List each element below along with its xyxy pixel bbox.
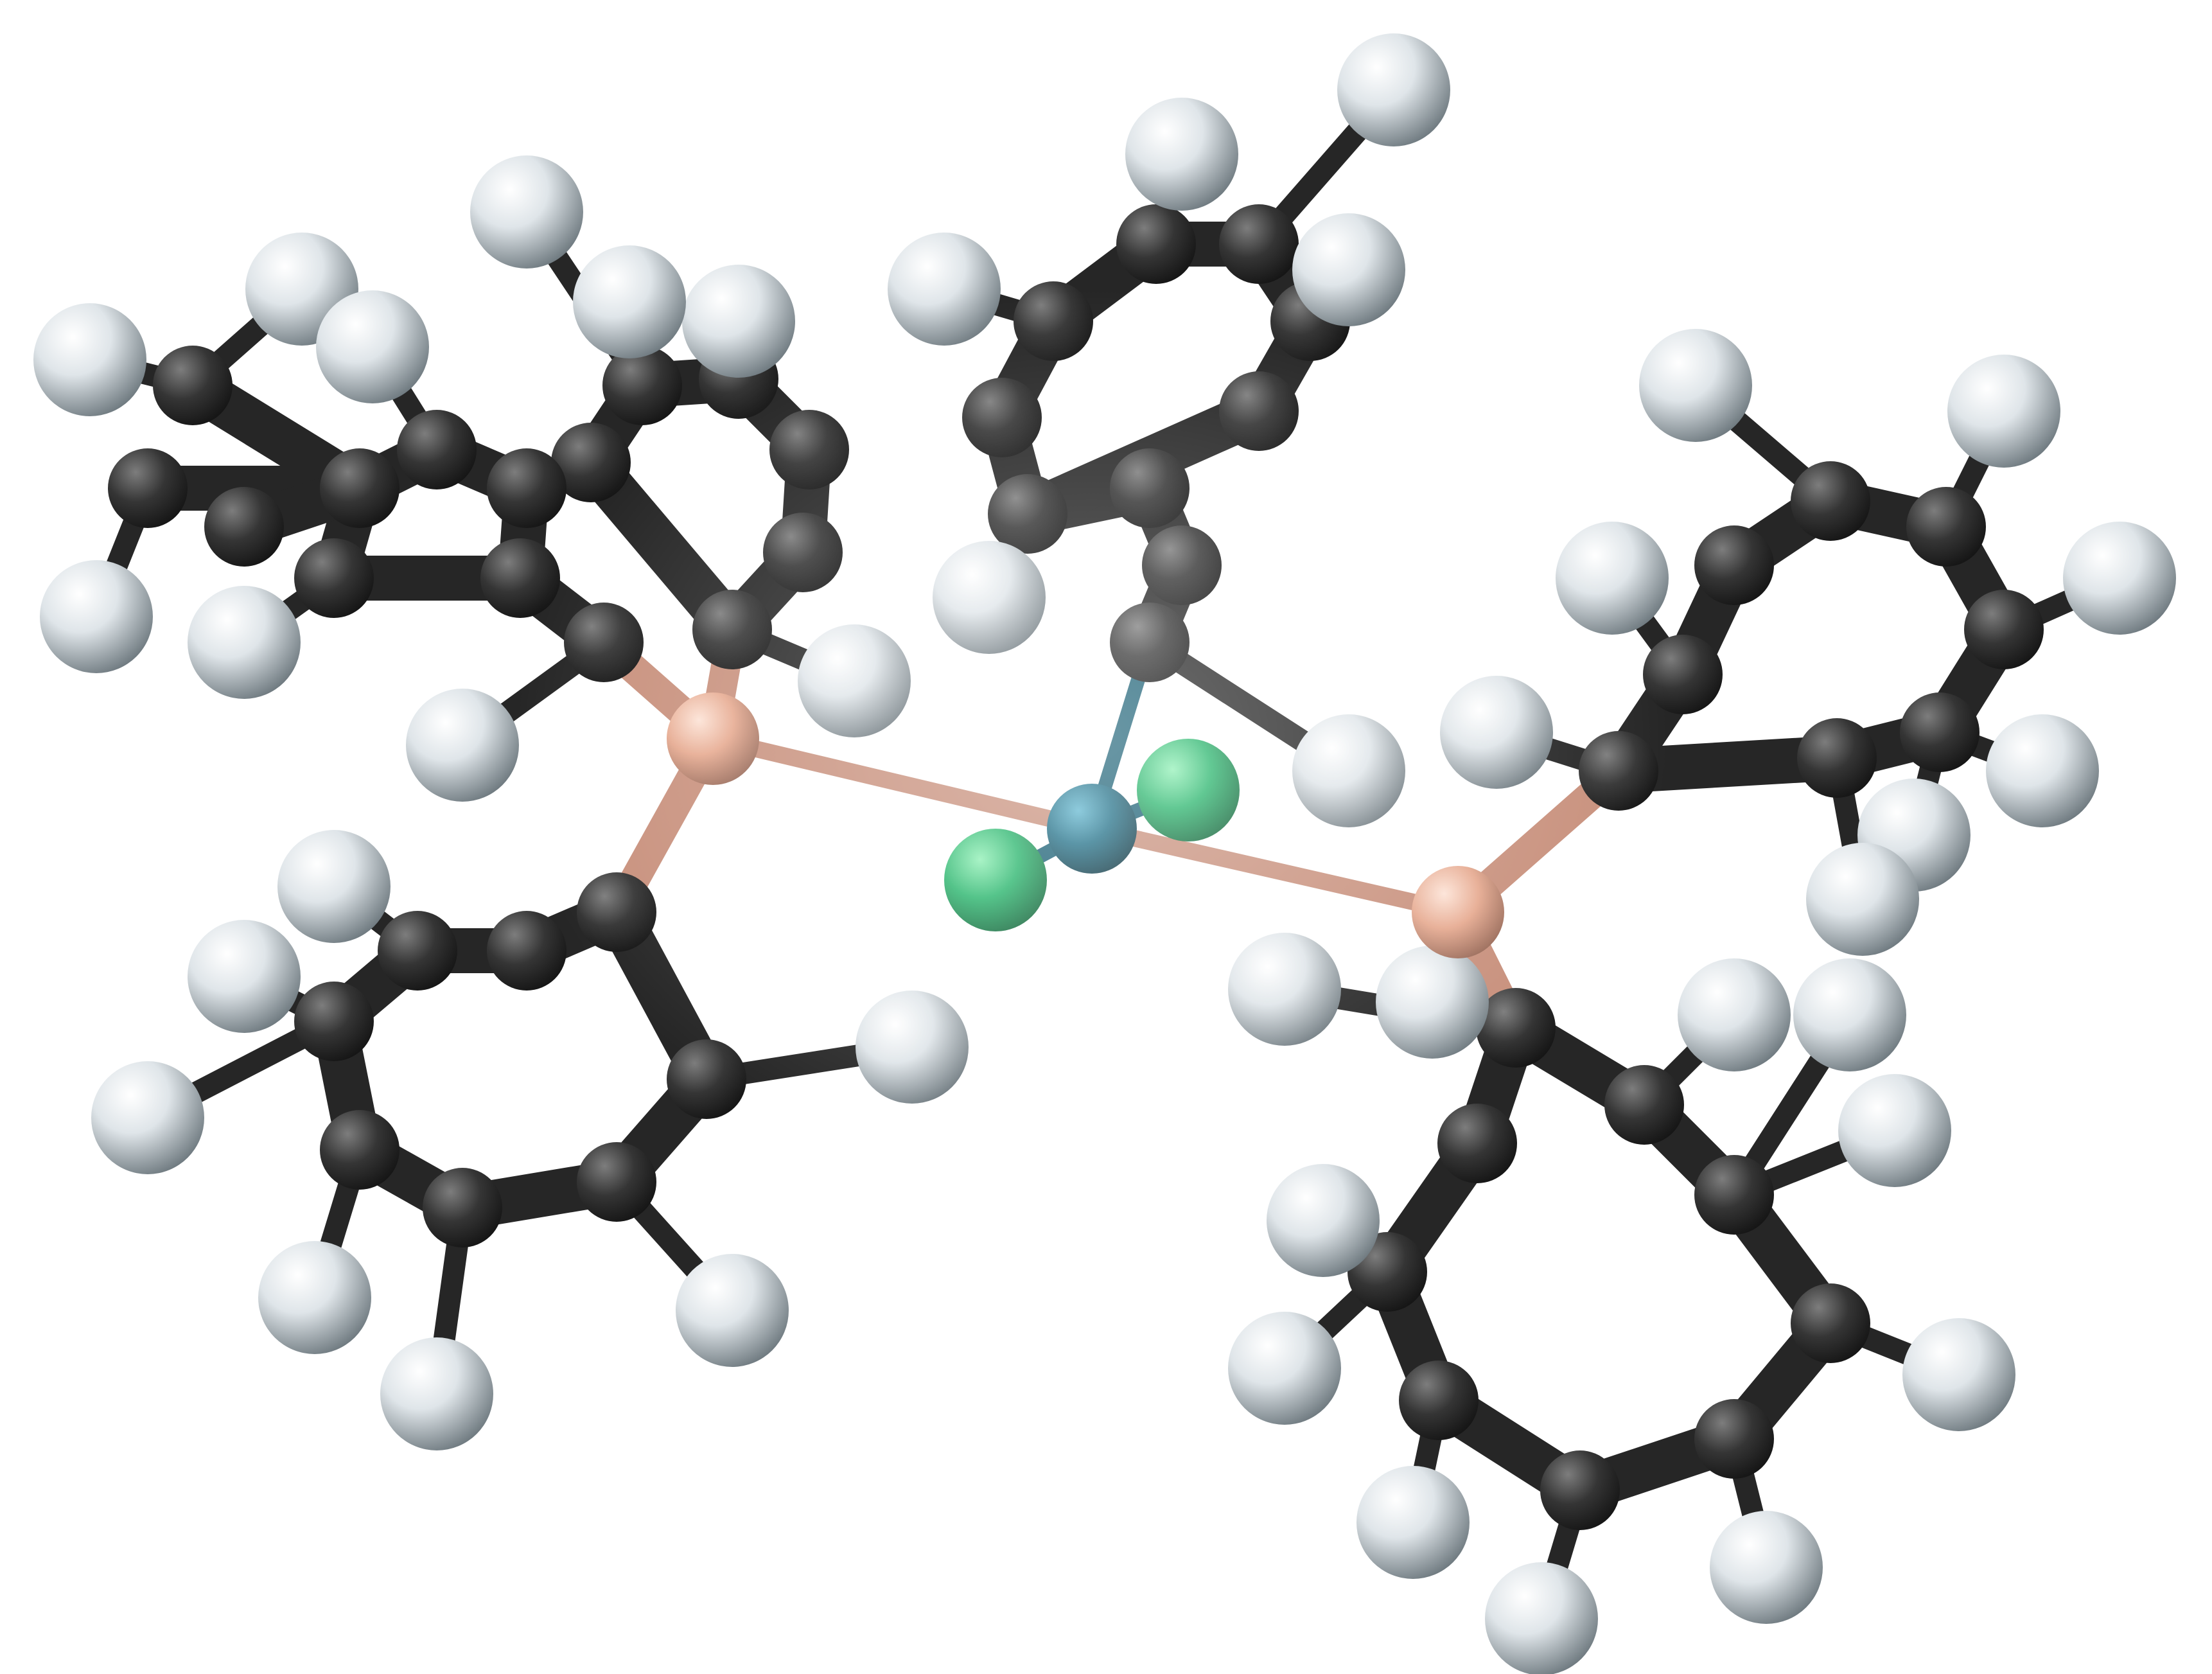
- hydrogen-atom: [188, 586, 301, 699]
- hydrogen-atom: [1337, 33, 1450, 146]
- carbon-atom: [1906, 487, 1986, 567]
- glare-overlay: [514, 289, 1670, 1188]
- carbon-atom: [480, 538, 560, 618]
- carbon-atom: [487, 448, 566, 528]
- carbon-atom: [108, 448, 188, 528]
- carbon-atom: [1797, 718, 1877, 798]
- carbon-atom: [294, 982, 374, 1061]
- hydrogen-atom: [1485, 1562, 1598, 1674]
- hydrogen-atom: [380, 1337, 493, 1450]
- hydrogen-atom: [676, 1254, 789, 1367]
- hydrogen-atom: [1267, 1164, 1380, 1277]
- carbon-atom: [320, 448, 399, 528]
- carbon-atom: [1116, 204, 1196, 284]
- hydrogen-atom: [1228, 1312, 1341, 1425]
- carbon-atom: [1694, 525, 1774, 605]
- hydrogen-atom: [682, 265, 795, 378]
- hydrogen-atom: [258, 1241, 371, 1354]
- hydrogen-atom: [470, 155, 583, 269]
- carbon-atom: [1791, 1283, 1870, 1363]
- hydrogen-atom: [316, 290, 429, 403]
- hydrogen-atom: [1806, 843, 1919, 956]
- hydrogen-atom: [1986, 714, 2099, 827]
- hydrogen-atom: [2063, 522, 2176, 635]
- carbon-atom: [378, 911, 457, 991]
- hydrogen-atom: [188, 920, 301, 1033]
- carbon-atom: [1791, 461, 1870, 541]
- carbon-atom: [153, 346, 233, 425]
- carbon-atom: [1694, 1399, 1774, 1479]
- hydrogen-atom: [1838, 1074, 1951, 1187]
- carbon-atom: [487, 911, 566, 991]
- carbon-atom: [1540, 1450, 1620, 1530]
- carbon-atom: [423, 1168, 502, 1247]
- hydrogen-atom: [1125, 98, 1238, 211]
- carbon-atom: [1694, 1155, 1774, 1235]
- hydrogen-atom: [573, 245, 686, 358]
- hydrogen-atom: [1292, 213, 1405, 326]
- hydrogen-atom: [40, 560, 153, 673]
- carbon-atom: [1399, 1361, 1479, 1440]
- carbon-atom: [320, 1110, 399, 1190]
- carbon-atom: [1900, 692, 1979, 772]
- hydrogen-atom: [1902, 1318, 2015, 1431]
- carbon-atom: [577, 1142, 656, 1222]
- hydrogen-atom: [406, 689, 519, 802]
- hydrogen-atom: [1947, 355, 2060, 468]
- hydrogen-atom: [277, 830, 391, 943]
- carbon-atom: [602, 346, 682, 425]
- hydrogen-atom: [1710, 1511, 1823, 1624]
- carbon-atom: [397, 410, 477, 489]
- carbon-atom: [1437, 1104, 1517, 1183]
- carbon-atom: [551, 423, 631, 502]
- hydrogen-atom: [33, 303, 146, 416]
- carbon-atom: [294, 538, 374, 618]
- carbon-atom: [1604, 1065, 1684, 1145]
- hydrogen-atom: [91, 1061, 204, 1174]
- hydrogen-atom: [1678, 958, 1791, 1071]
- carbon-atom: [204, 487, 284, 567]
- carbon-atom: [1219, 204, 1299, 284]
- carbon-atom: [1964, 590, 2044, 669]
- hydrogen-atom: [1356, 1466, 1470, 1579]
- hydrogen-atom: [1639, 329, 1752, 442]
- hydrogen-atom: [1793, 958, 1906, 1071]
